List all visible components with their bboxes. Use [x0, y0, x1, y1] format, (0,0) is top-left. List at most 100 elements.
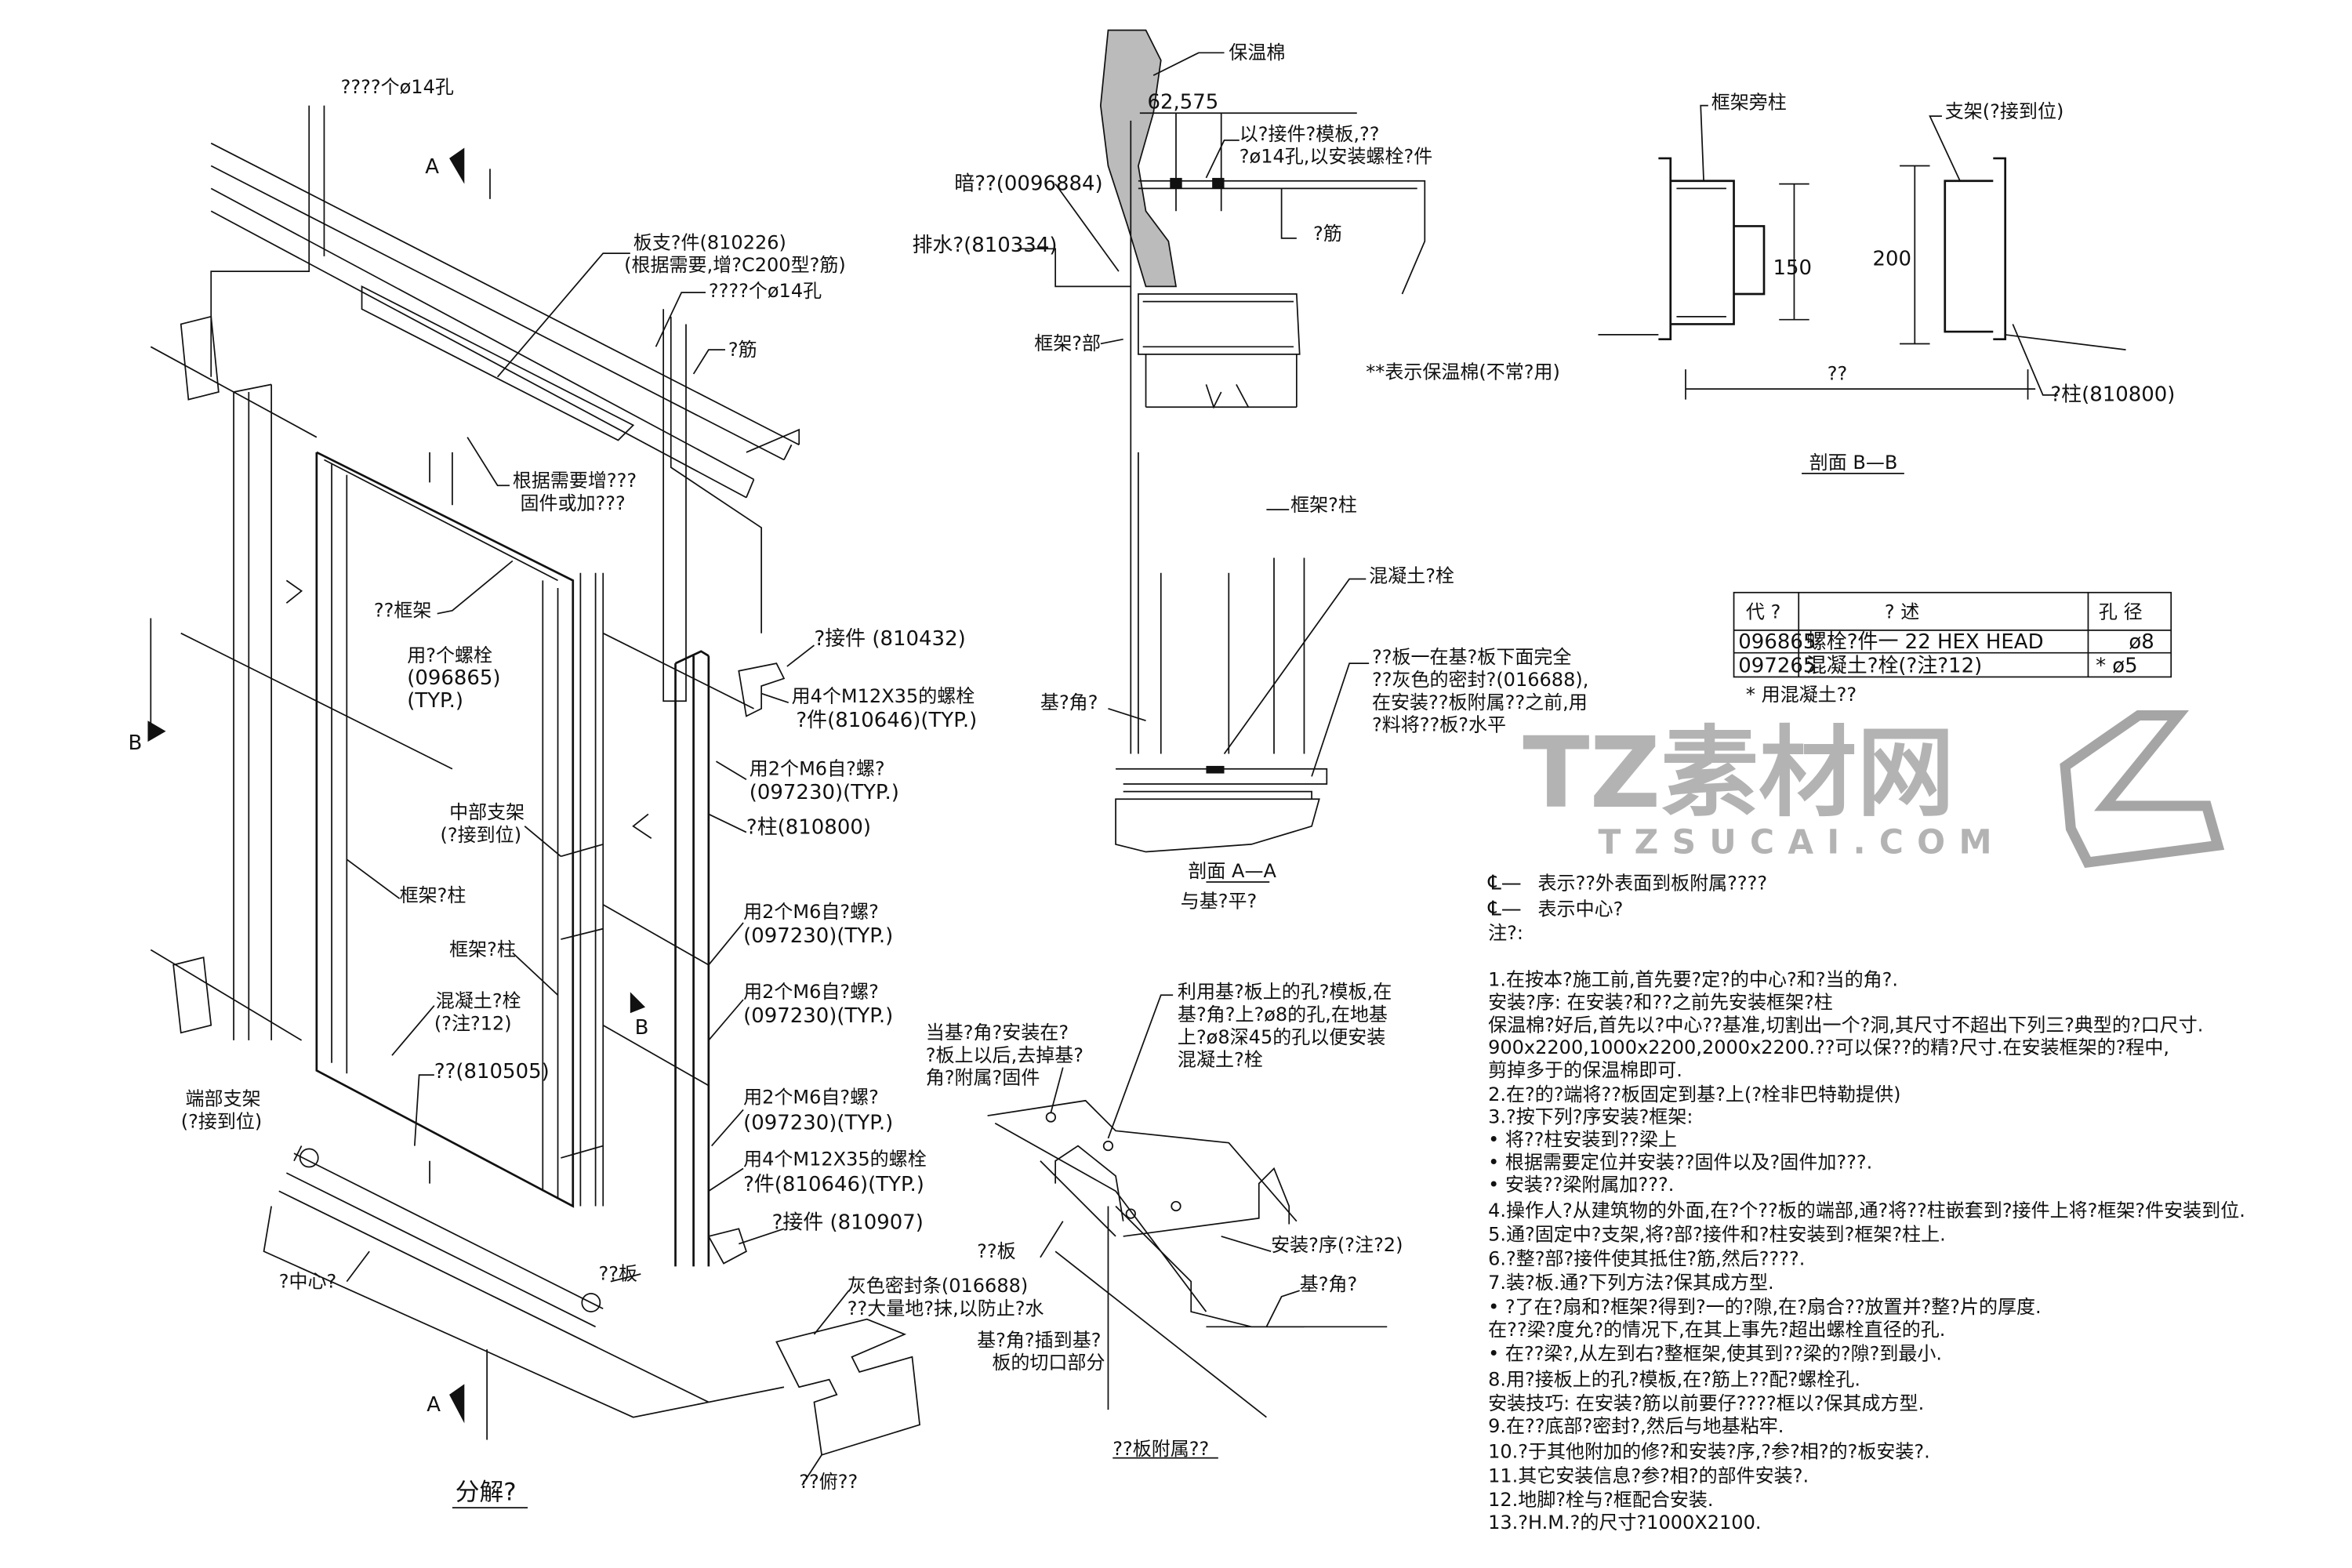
note-line: 9.在??底部?密封?,然后与地基粘牢. — [1488, 1415, 1784, 1437]
section-bb-title: 剖面 B—B — [1809, 452, 1898, 474]
label-remove-1: 当基?角?安装在? — [926, 1022, 1069, 1044]
section-aa-title: 剖面 A—A — [1188, 860, 1276, 882]
label-m12-part: ?件(810646)(TYP.) — [796, 709, 977, 732]
center-line-symbol-icon: ℄— — [1487, 897, 1522, 920]
note-line: 4.操作人?从建筑物的外面,在?个??板的端部,通?将??柱嵌套到?接件上将?框… — [1488, 1200, 2245, 1221]
label-m6-part-2: (097230)(TYP.) — [743, 924, 893, 948]
plate-detail-title: ??板附属?? — [1112, 1438, 1209, 1460]
label-post: ?柱(810800) — [746, 815, 871, 839]
watermark-logo-icon — [2060, 710, 2225, 869]
section-aa-labels: 保温棉 62,575 以?接件?模板,?? ?ø14孔,以安装螺栓?件 暗??(… — [912, 42, 1588, 913]
label-m6-screws-2: 用2个M6自?螺? — [743, 901, 879, 923]
label-connector-810432: ?接件 (810432) — [814, 627, 965, 651]
note-line: 在??梁?度允?的情况下,在其上事先?超出螺栓直径的孔. — [1488, 1319, 1945, 1341]
note-line: 3.?按下列?序安装?框架: — [1488, 1106, 1693, 1128]
label-plate-detail: ??板 — [977, 1240, 1016, 1262]
label-remove-3: 角?附属?固件 — [926, 1067, 1040, 1089]
label-m12-part-2: ?件(810646)(TYP.) — [743, 1173, 924, 1196]
label-holes-top: ????个ø14孔 — [341, 76, 454, 98]
label-use-template-3: 上?ø8深45的孔以便安装 — [1178, 1026, 1385, 1048]
label-base-angle-aa: 基?角? — [1040, 691, 1098, 713]
legend-center-line: 表示中心? — [1538, 898, 1624, 920]
note-line: • 在??梁?,从左到右?整框架,使其到??梁的?隙?到最小. — [1488, 1343, 1942, 1365]
note-line: • 将??柱安装到??梁上 — [1488, 1129, 1677, 1151]
label-m6-part-3: (097230)(TYP.) — [743, 1004, 893, 1028]
label-seal-note: ??大量地?抹,以防止?水 — [848, 1298, 1044, 1319]
section-aa-subtitle: 与基?平? — [1181, 891, 1258, 913]
label-concrete-anchor: 混凝土?栓 — [436, 990, 521, 1012]
table-cell-hole: * ø5 — [2096, 655, 2138, 678]
label-drain: 排水?(810334) — [912, 234, 1057, 257]
label-use-template-1: 利用基?板上的孔?模板,在 — [1178, 981, 1392, 1003]
label-insert-1: 基?角?插到基? — [977, 1329, 1101, 1351]
section-label-a-top: A — [425, 155, 439, 179]
note-line: 900x2200,1000x2200,2000x2200.??可以保??的精?尺… — [1488, 1036, 2169, 1058]
note-line: 2.在?的?端将??板固定到基?上(?栓非巴特勒提供) — [1488, 1083, 1900, 1105]
note-line: 安装?序: 在安装?和??之前先安装框架?柱 — [1488, 992, 1833, 1014]
label-bracket: 支架(?接到位) — [1945, 100, 2064, 122]
section-label-b-left: B — [128, 731, 142, 755]
exploded-view-title: 分解? — [456, 1478, 517, 1506]
note-line: 12.地脚?栓与?框配合安装. — [1488, 1489, 1713, 1511]
label-m6-screws-1: 用2个M6自?螺? — [750, 757, 885, 779]
label-plan-view: ??俯?? — [799, 1471, 858, 1493]
label-insert-2: 板的切口部分 — [992, 1352, 1105, 1374]
label-dim-width: ?? — [1828, 363, 1848, 385]
note-line: 6.?整?部?接件使其抵住?筋,然后????. — [1488, 1247, 1805, 1269]
exploded-view-drawing — [147, 105, 921, 1508]
label-center: ?中心? — [279, 1270, 337, 1292]
note-line: • 根据需要定位并安装??固件以及?固件加???. — [1488, 1151, 1872, 1173]
note-line: • ?了在?扇和?框架?得到?一的?隙,在?扇合??放置并?整?片的厚度. — [1488, 1296, 2042, 1318]
label-end-support: 端部支架 — [186, 1088, 261, 1110]
watermark-sub: TZSUCAI.COM — [1598, 822, 2005, 861]
label-bolt-3: (TYP.) — [407, 689, 463, 713]
label-panel-support-note: (根据需要,增?C200型?筋) — [624, 254, 846, 276]
label-frame-side-post: 框架旁柱 — [1711, 91, 1787, 113]
table-cell-code: 096865 — [1738, 630, 1816, 654]
watermark-main: TZ素材网 — [1523, 717, 1955, 830]
label-rib: ?筋 — [728, 339, 757, 361]
section-marker-b-left-icon — [147, 720, 166, 742]
label-m6-screws-4: 用2个M6自?螺? — [743, 1087, 879, 1109]
table-cell-description: 混凝土?栓(?注?12) — [1806, 655, 1982, 678]
label-mid-support-note: (?接到位) — [441, 824, 522, 846]
label-m6-part-4: (097230)(TYP.) — [743, 1111, 893, 1134]
label-plate-note-1: ??板一在基?板下面完全 — [1372, 646, 1571, 668]
label-panel-support: 板支?件(810226) — [633, 231, 786, 253]
note-line: 13.?H.M.?的尺寸?1000X2100. — [1488, 1512, 1761, 1534]
label-use-template-4: 混凝土?栓 — [1178, 1049, 1263, 1071]
note-line: 1.在按本?施工前,首先要?定?的中心?和?当的角?. — [1488, 969, 1898, 991]
label-frame-top: 框架?部 — [1034, 332, 1101, 354]
label-plate-note-2: ??灰色的密封?(016688), — [1372, 669, 1588, 691]
plate-detail-drawing — [987, 994, 1388, 1459]
label-dim-200: 200 — [1872, 247, 1911, 270]
section-bb-labels: 框架旁柱 支架(?接到位) 150 200 ?? ?柱(810800) 剖面 B… — [1711, 91, 2176, 474]
note-line: • 安装??梁附属加???. — [1488, 1174, 1674, 1196]
label-frame: ??框架 — [374, 600, 432, 622]
notes: ℄— 表示??外表面到板附属???? ℄— 表示中心? 注?: 1.在按本?施工… — [1487, 872, 2245, 1534]
insulation-hatch — [1099, 29, 1178, 288]
note-line: 5.通?固定中?支架,将?部?接件和?柱安装到?框架?柱上. — [1488, 1224, 1946, 1246]
label-frame-post-1: 框架?柱 — [400, 884, 466, 906]
label-m6-screws-3: 用2个M6自?螺? — [743, 981, 879, 1003]
parts-table: 代 ? ? 述 孔 径 096865 螺栓?件一 22 HEX HEAD ø8 … — [1733, 591, 2172, 706]
notes-heading: 注?: — [1488, 922, 1523, 944]
label-m12-bolts: 用4个M12X35的螺栓 — [792, 685, 975, 707]
section-label-b-right: B — [635, 1016, 649, 1040]
label-frame-post-2: 框架?柱 — [449, 938, 516, 960]
label-anchor-aa: 混凝土?栓 — [1369, 564, 1454, 586]
label-rib-aa: ?筋 — [1313, 223, 1342, 245]
label-holes-mid: ????个ø14孔 — [709, 280, 822, 302]
label-fastener-1: 根据需要增??? — [513, 470, 637, 492]
section-marker-a-top-icon — [449, 147, 465, 184]
label-m12-bolts-2: 用4个M12X35的螺栓 — [743, 1149, 927, 1171]
label-end-support-note: (?接到位) — [181, 1110, 263, 1132]
label-insulation-note: **表示保温棉(不常?用) — [1366, 361, 1560, 383]
table-cell-code: 097265 — [1738, 655, 1816, 678]
table-header-code: 代 ? — [1746, 601, 1780, 622]
label-sill: ??(810505) — [434, 1060, 550, 1083]
label-seal: 灰色密封条(016688) — [848, 1275, 1028, 1297]
label-frame-post-aa: 框架?柱 — [1290, 494, 1357, 516]
note-line: 11.其它安装信息?参?相?的部件安装?. — [1488, 1465, 1809, 1486]
